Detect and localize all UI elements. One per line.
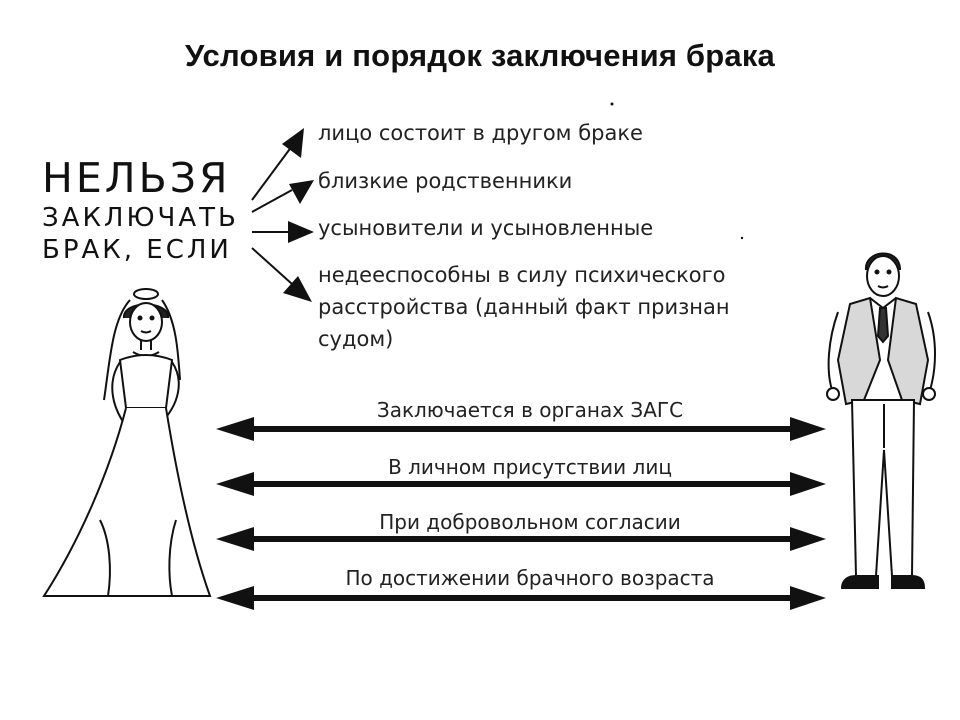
speck	[610, 102, 614, 106]
double-arrow-3	[216, 527, 826, 551]
requirement-1: Заключается в органах ЗАГС	[376, 398, 684, 422]
heading-line-2: ЗАКЛЮЧАТЬ	[42, 203, 239, 233]
requirement-arrows	[216, 417, 826, 610]
prohibition-item-2: близкие родственники	[318, 169, 573, 193]
double-arrow-1	[216, 417, 826, 441]
double-arrow-2	[216, 472, 826, 496]
prohibition-item-4-line-3: судом)	[318, 327, 394, 351]
prohibition-arrows	[251, 128, 314, 302]
requirement-2: В личном присутствии лиц	[388, 455, 672, 479]
groom-figure	[826, 252, 936, 589]
double-arrow-4	[216, 586, 826, 610]
prohibition-item-4-line-2: расстройства (данный факт признан	[318, 295, 730, 319]
arrow-to-item-2	[251, 180, 314, 213]
page-title: Условия и порядок заключения брака	[184, 38, 776, 73]
prohibition-item-3: усыновители и усыновленные	[318, 216, 654, 240]
prohibition-item-1: лицо состоит в другом браке	[318, 121, 643, 145]
heading-line-3: БРАК, ЕСЛИ	[42, 235, 232, 265]
prohibition-item-4-line-1: недееспособны в силу психического	[318, 263, 726, 287]
arrow-to-item-1	[251, 128, 304, 201]
arrow-to-item-3	[252, 221, 314, 243]
arrow-to-item-4	[251, 247, 312, 302]
requirement-3: При добровольном согласии	[379, 510, 681, 534]
heading-line-1: НЕЛЬЗЯ	[42, 154, 231, 202]
prohibition-heading: НЕЛЬЗЯ ЗАКЛЮЧАТЬ БРАК, ЕСЛИ	[42, 154, 239, 265]
bride-figure	[42, 288, 212, 597]
requirement-4: По достижении брачного возраста	[345, 566, 715, 590]
speck	[740, 236, 744, 240]
